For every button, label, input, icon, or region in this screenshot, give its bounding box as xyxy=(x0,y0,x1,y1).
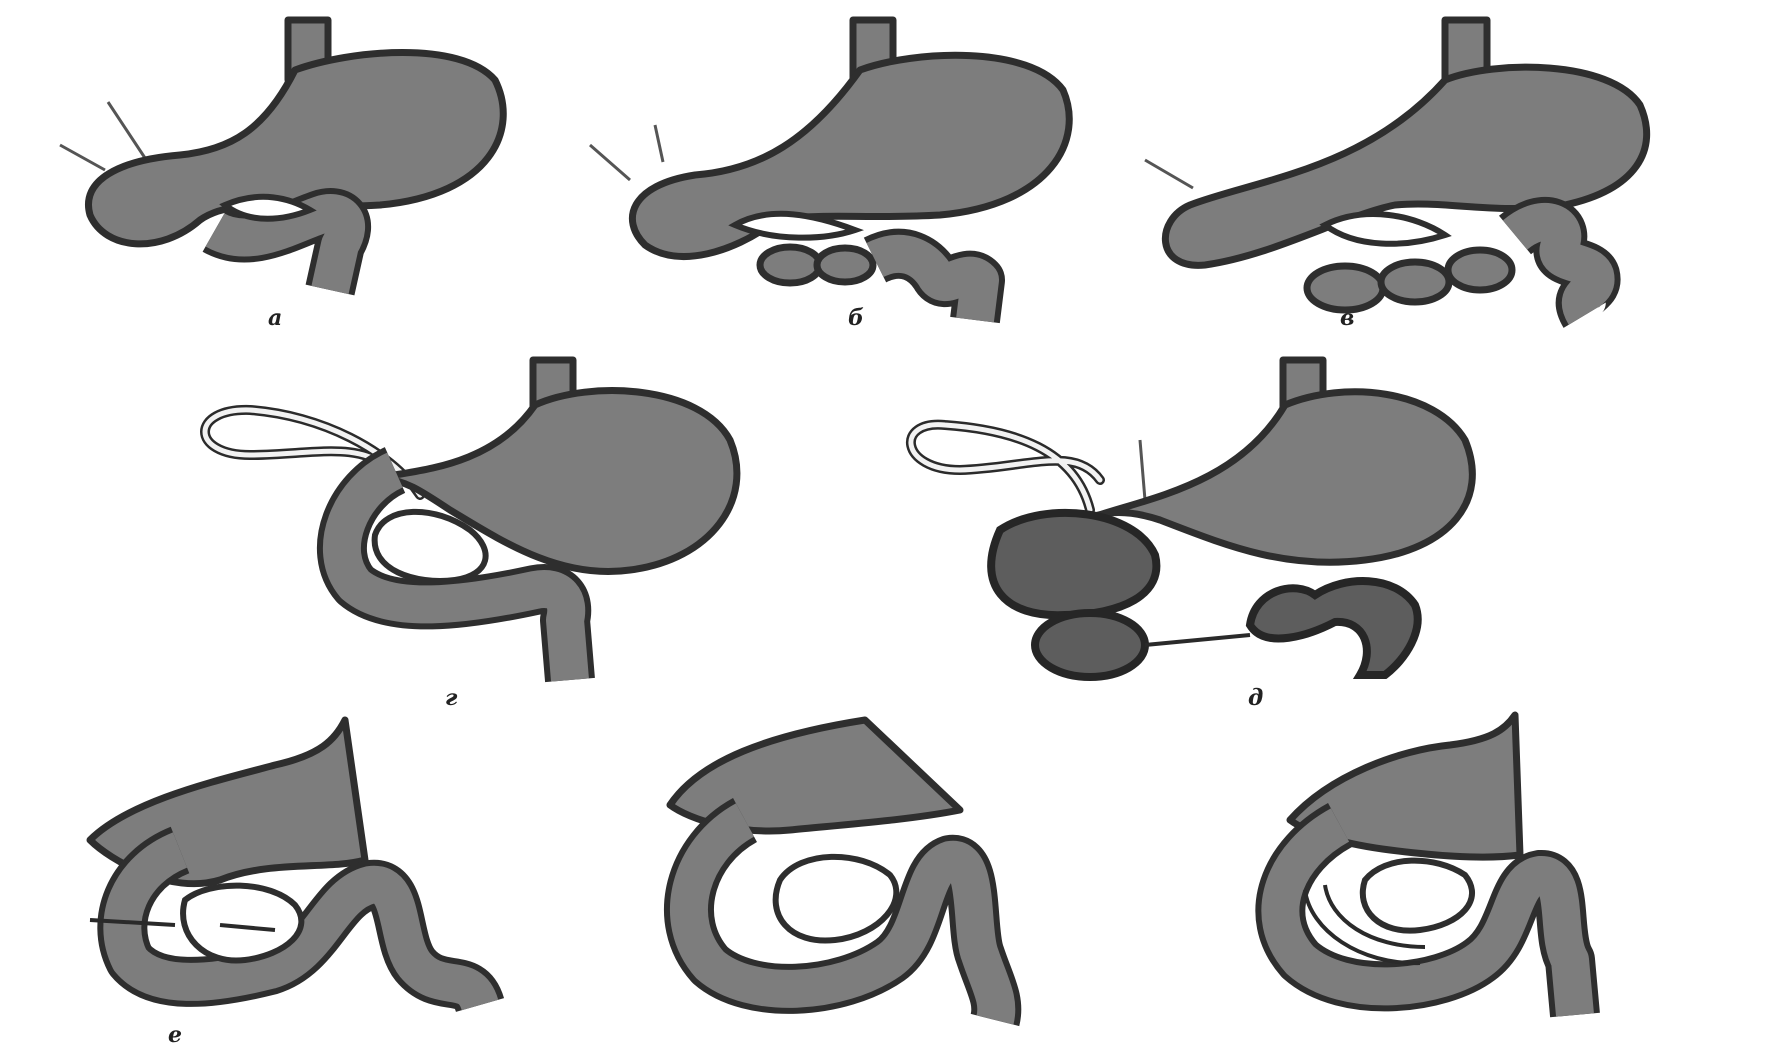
panel-f-stomach-diagram xyxy=(70,720,490,1020)
panel-d-stomach-diagram xyxy=(190,360,770,680)
panel-a-label: а xyxy=(268,305,282,331)
panel-g-stomach-diagram xyxy=(650,710,1070,1020)
panel-f-label: е xyxy=(168,1022,182,1048)
panel-h-stomach-diagram xyxy=(1250,715,1650,1015)
panel-e-stomach-diagram xyxy=(905,360,1545,680)
panel-e-label: д xyxy=(1248,685,1263,711)
panel-b-label: б xyxy=(848,305,864,331)
panel-d-label: г xyxy=(445,685,457,711)
panel-c-label: в xyxy=(1340,305,1354,331)
panel-c-stomach-diagram xyxy=(1115,20,1675,320)
panel-a-stomach-diagram xyxy=(50,20,570,320)
panel-b-stomach-diagram xyxy=(585,20,1105,320)
